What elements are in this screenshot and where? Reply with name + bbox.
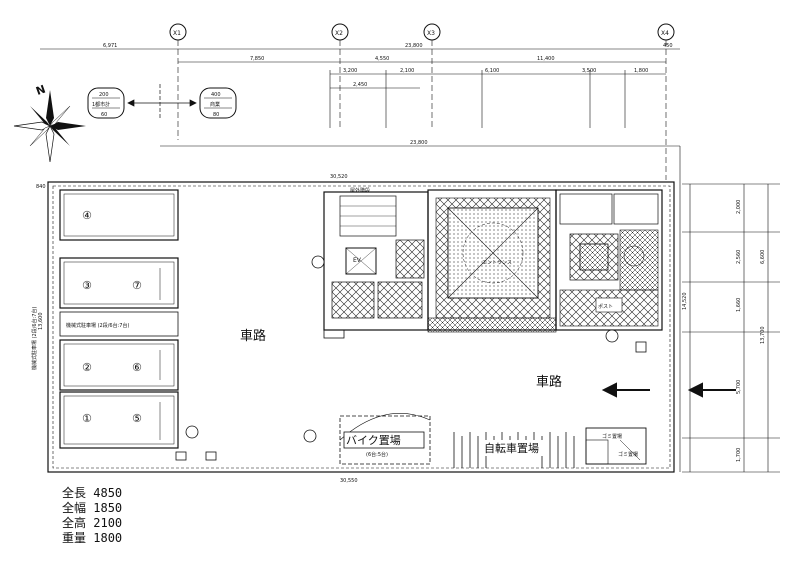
dim-overall: 23,800 <box>410 140 428 146</box>
garbage-note-label: ゴミ置場 <box>618 451 638 458</box>
north-label: N <box>34 83 47 98</box>
axis-x1: X1 <box>173 30 181 37</box>
road-sign-1: 200 1都市計 60 <box>87 87 125 119</box>
dim-row2-3: 11,400 <box>537 56 555 62</box>
vehicle-specs: 全長 4850 全幅 1850 全高 2100 重量 1800 <box>62 486 122 546</box>
right-dim-4: 1,660 <box>736 298 742 312</box>
right-dim-1: 2,000 <box>736 200 742 214</box>
spec-value: 4850 <box>93 486 123 500</box>
road-sign-2: 400 商業 80 <box>199 87 237 119</box>
left-dim-1: 13,600 <box>38 313 44 331</box>
parking-number-5: ⑤ <box>132 412 142 425</box>
mechanical-parking-note: 機械式駐車場 (2段/6台:7台) <box>66 322 129 329</box>
service-block <box>555 189 663 331</box>
entry-arrows <box>601 382 736 398</box>
dim-row3-4: 3,500 <box>582 68 596 74</box>
axis-x3: X3 <box>427 30 435 37</box>
parking-number-1: ① <box>82 412 92 425</box>
sign1-mid: 1都市計 <box>92 101 110 108</box>
parking-numbers: ④ ③ ⑦ ② ⑥ ① ⑤ <box>82 209 142 425</box>
right-dimension-labels: 2,000 2,560 6,600 1,660 13,700 5,700 1,7… <box>682 200 766 462</box>
outdoor-stairs-label: 屋外階段 <box>350 187 370 194</box>
left-dim-2: 840 <box>36 184 46 190</box>
building-core <box>323 191 429 339</box>
spec-label: 重量 <box>62 531 87 545</box>
bike-parking-label: バイク置場 <box>346 434 401 447</box>
bicycle-parking-label: 自転車置場 <box>484 441 539 455</box>
spec-row-weight: 重量 1800 <box>62 531 122 546</box>
spec-row-height: 全高 2100 <box>62 516 122 531</box>
garbage-room <box>585 427 647 465</box>
bicycle-label-bg <box>482 440 544 456</box>
dim-row3-5: 1,800 <box>634 68 648 74</box>
sign2-top: 400 <box>211 92 221 98</box>
dim-row2-1: 7,850 <box>250 56 264 62</box>
spec-value: 2100 <box>93 516 123 530</box>
dim-top-3: 450 <box>663 43 673 49</box>
parking-number-2: ② <box>82 361 92 374</box>
spec-value: 1850 <box>93 501 123 515</box>
dim-top-2: 23,800 <box>405 43 423 49</box>
bike-parking-area <box>339 413 431 465</box>
bike-capacity-label: (6台:5台) <box>366 451 388 458</box>
right-dimensions <box>682 183 780 473</box>
entrance-hall <box>427 189 557 333</box>
right-dim-5: 13,700 <box>760 327 766 345</box>
driveway-label-1: 車路 <box>240 328 266 344</box>
dim-top-1: 6,971 <box>103 43 117 49</box>
parking-bays <box>59 189 179 449</box>
sign2-bottom: 80 <box>213 112 219 118</box>
north-arrow: N <box>13 83 86 163</box>
parking-number-3: ③ <box>82 279 92 292</box>
sign1-bottom: 60 <box>101 112 107 118</box>
sign1-top: 200 <box>99 92 109 98</box>
right-dim-7: 1,700 <box>736 448 742 462</box>
driveway-label-2: 車路 <box>536 374 562 390</box>
sign-arrows <box>127 84 197 120</box>
axis-x4: X4 <box>661 30 669 37</box>
right-inner-dim: 14,520 <box>682 293 688 311</box>
ev-label: EV <box>353 257 362 264</box>
garbage-room-label: ゴミ置場 <box>602 433 622 440</box>
spec-label: 全長 <box>62 486 87 500</box>
sign2-mid: 商業 <box>210 101 220 108</box>
top-dimensions <box>40 48 680 147</box>
manholes <box>175 255 647 461</box>
spec-value: 1800 <box>93 531 123 545</box>
mailbox-label: ポスト <box>598 303 613 310</box>
right-dim-2: 2,560 <box>736 250 742 264</box>
axis-x2: X2 <box>335 30 343 37</box>
parking-number-7: ⑦ <box>132 279 142 292</box>
spec-row-length: 全長 4850 <box>62 486 122 501</box>
right-dim-3: 6,600 <box>760 250 766 264</box>
right-dim-6: 5,700 <box>736 380 742 394</box>
spec-label: 全高 <box>62 516 87 530</box>
dim-row3-3: 6,100 <box>485 68 499 74</box>
dim-row4-1: 2,450 <box>353 82 367 88</box>
parking-number-6: ⑥ <box>132 361 142 374</box>
perimeter-top-label: 30,520 <box>330 174 348 180</box>
dim-row3-2: 2,100 <box>400 68 414 74</box>
dim-row3-1: 3,200 <box>343 68 357 74</box>
spec-label: 全幅 <box>62 501 87 515</box>
grid-axes: X1 X2 X3 X4 <box>169 23 675 180</box>
left-side-note: 機械式駐車場 (2段/6台:7台) <box>31 307 38 370</box>
perimeter-bottom-label: 30,550 <box>340 478 358 484</box>
spec-row-width: 全幅 1850 <box>62 501 122 516</box>
site-boundary <box>47 146 681 473</box>
parking-number-4: ④ <box>82 209 92 222</box>
dim-row2-2: 4,550 <box>375 56 389 62</box>
entrance-label: エントランス <box>482 260 512 266</box>
